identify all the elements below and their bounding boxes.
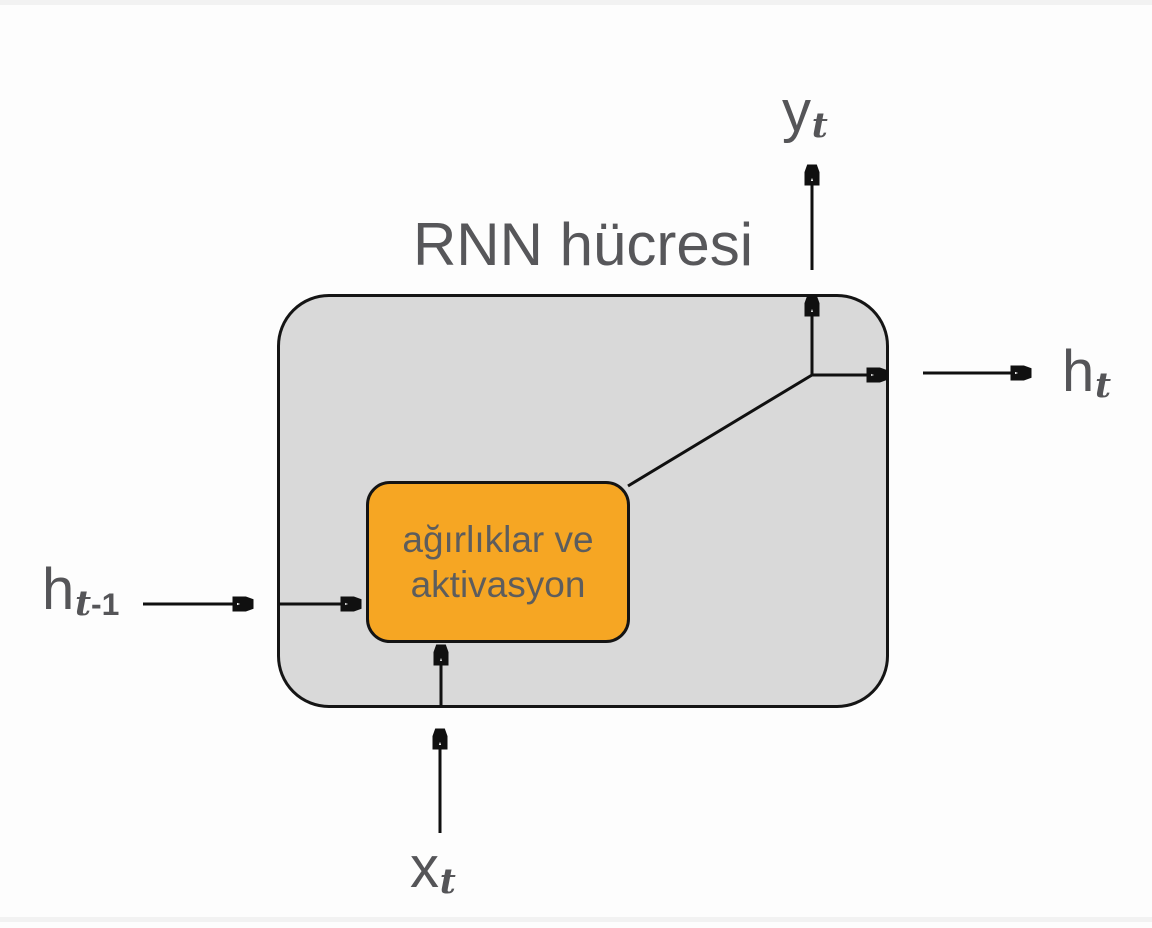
label-input-x: xt [410, 834, 456, 903]
label-output-y: yt [782, 78, 828, 147]
weights-activation-label-line2: aktivasyon [410, 564, 586, 605]
label-hidden-out: ht [1062, 338, 1112, 407]
label-output-y-base: y [782, 79, 811, 144]
label-hidden-in-base: h [42, 557, 75, 622]
label-input-x-subscript: t [439, 861, 456, 903]
label-output-y-subscript: t [811, 105, 828, 147]
label-hidden-out-base: h [1062, 339, 1095, 404]
label-input-x-base: x [410, 835, 439, 900]
label-hidden-in-subscript: t [74, 583, 92, 625]
label-hidden-out-subscript: t [1094, 365, 1112, 407]
label-hidden-in: ht-1 [42, 556, 120, 625]
scan-artifact-top [0, 0, 1152, 5]
diagram-title: RNN hücresi [412, 211, 754, 278]
weights-activation-label-line1: ağırlıklar ve [402, 518, 594, 560]
weights-activation-box: ağırlıklar ve aktivasyon [366, 481, 630, 643]
label-hidden-in-subscript-suffix: -1 [91, 585, 120, 622]
scan-artifact-bottom [0, 917, 1152, 922]
